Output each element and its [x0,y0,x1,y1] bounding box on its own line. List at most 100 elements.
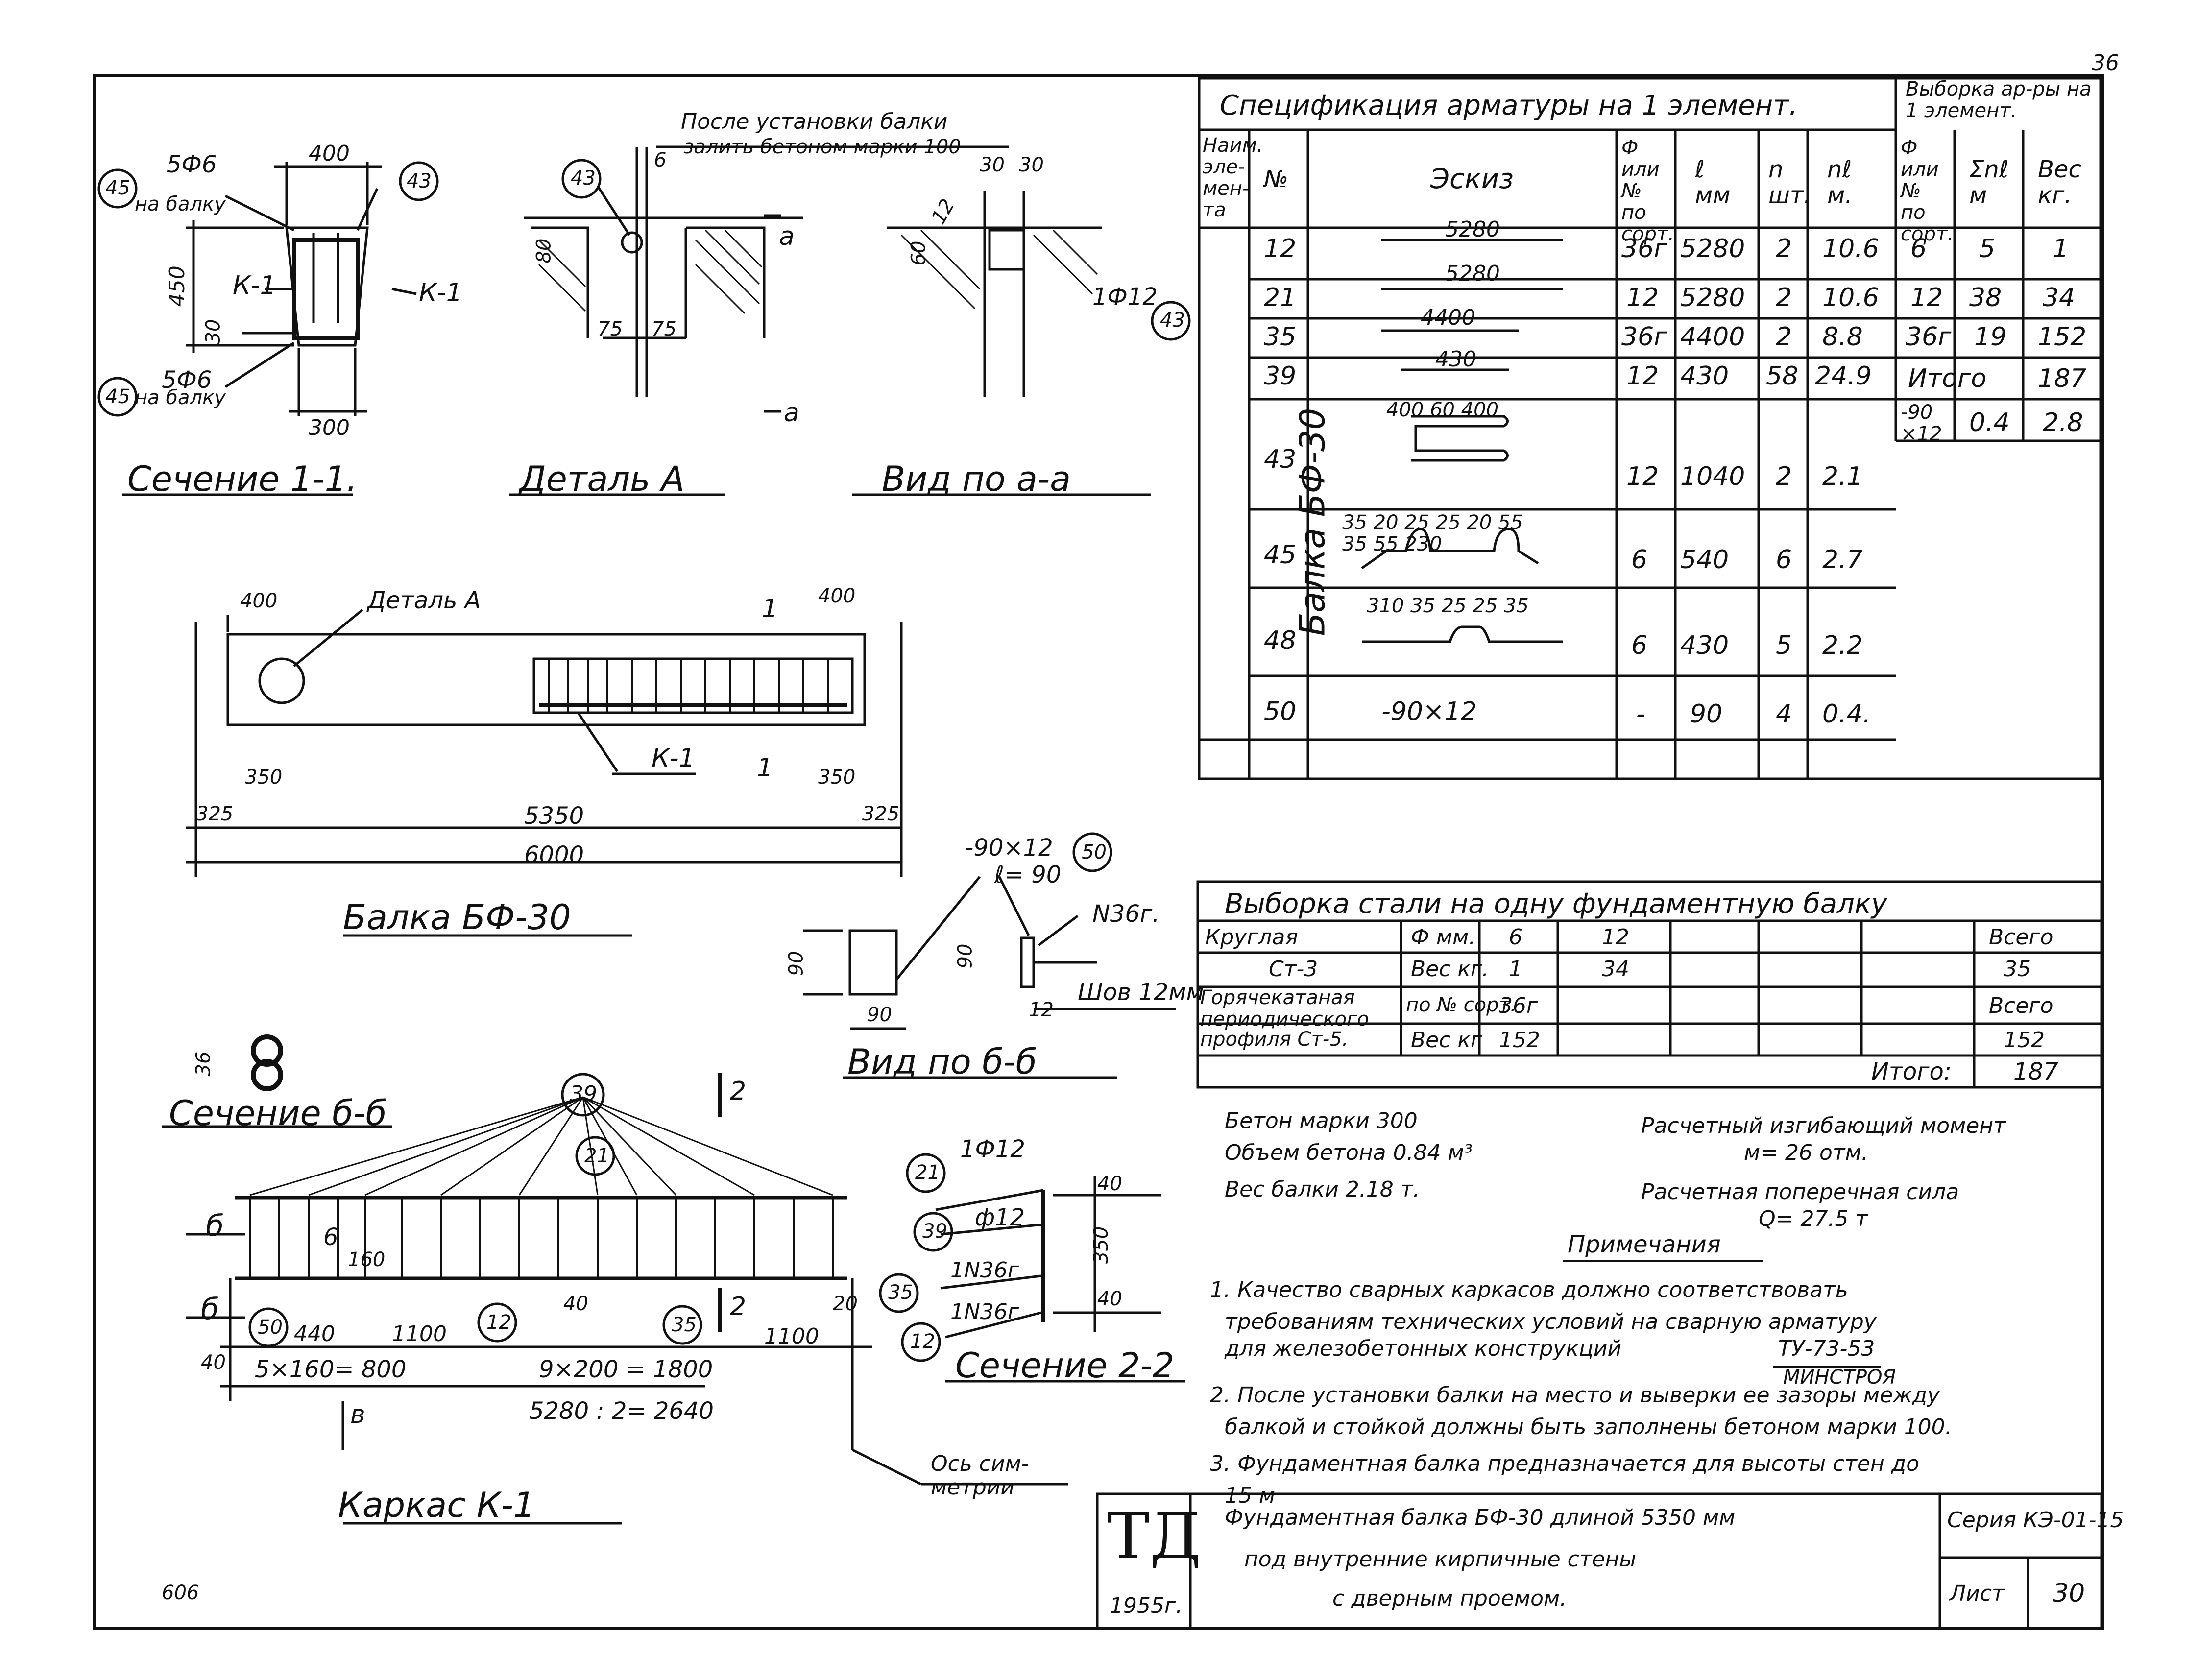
detail-a-mark-a2: а [784,398,799,428]
steel-r1-c3: 6 [1509,925,1522,950]
row-50-dia: - [1636,699,1645,729]
spec-table-title: Спецификация арматуры на 1 элемент. [1220,90,1798,121]
steel-r4-c7: 152 [2004,1028,2045,1053]
frame-d440: 440 [294,1321,335,1346]
s11-h: 450 [164,265,190,307]
row-12-no: 12 [1264,234,1297,264]
row-45-dia: 6 [1631,545,1648,575]
frame-section-2a: 2 [730,1077,747,1106]
sheet-corner-number: 606 [162,1582,199,1604]
steel-r3-c2: по № сорт. [1406,994,1517,1016]
frame-d20: 20 [833,1293,858,1315]
s11-top-label: 5Ф6 [167,151,217,178]
row-21-sketch: 5280 [1445,261,1500,286]
logo-td: ТД [1107,1499,1202,1573]
view-bb-d90b: 90 [867,1004,892,1026]
row-21-len: 5280 [1680,283,1745,312]
row-45-sketch: 35 20 25 25 20 55 35 55 230 [1342,511,1523,555]
beam-d325a: 325 [196,803,234,825]
note-2: 2. После установки балки на место и выве… [1210,1383,1940,1408]
note-1e: МИНСТРОЯ [1783,1366,1896,1389]
view-bb-bar: N36г. [1092,900,1160,928]
section-bb-d36: 36 [192,1051,215,1077]
s11-circle-bot: 45 [105,385,130,408]
title-line-3: с дверным проемом. [1332,1586,1567,1611]
frame-b-mark-2: б [201,1292,219,1326]
s22-label-35: 1N36г [950,1258,1019,1283]
detail-a-d75a: 75 [598,318,623,340]
detail-a-d80: 80 [532,238,556,264]
beam-d400b: 400 [818,585,856,607]
row-48-sketch: 310 35 25 25 35 [1367,595,1529,617]
s22-circle-21: 21 [915,1161,940,1184]
s22-circle-35: 35 [888,1281,913,1304]
steel-total-label: Итого: [1871,1058,1952,1085]
steel-r1-c1: Круглая [1205,925,1298,950]
detail-a-title: Деталь А [519,459,685,499]
frame-circle-39: 39 [570,1081,597,1106]
row-35-len: 4400 [1680,322,1745,352]
title-line-2: под внутренние кирпичные стены [1244,1547,1637,1572]
s22-circle-39: 39 [922,1220,947,1243]
view-bb-weld: Шов 12мм [1078,979,1204,1006]
beam-d400a: 400 [240,590,278,612]
row-50-no: 50 [1264,697,1297,726]
frame-d6: 6 [323,1224,338,1251]
frame-d40b: 40 [201,1351,226,1374]
view-aa-d30a: 30 [980,154,1005,176]
s11-bot-label-2: на балку [135,386,226,409]
sample-r1-w: 1 [2053,234,2069,264]
steel-table-frame [1196,880,2103,1089]
concrete-grade: Бетон марки 300 [1225,1108,1418,1133]
col-len: ℓ мм [1695,156,1731,209]
section-22-drawing [879,1153,1185,1383]
steel-r1-c4: 12 [1602,925,1629,950]
moment-value: м= 26 отм. [1744,1140,1868,1165]
sample-r2-sum: 38 [1969,283,2002,312]
view-bb-d90a: 90 [785,951,808,976]
row-39-len: 430 [1680,361,1729,391]
steel-total-value: 187 [2013,1058,2058,1085]
frame-circle-12: 12 [486,1311,511,1334]
sample-total-label: Итого [1908,364,1987,393]
section-1-1-drawing [97,161,439,496]
row-50-len: 90 [1690,699,1723,729]
row-48-no: 48 [1264,626,1297,655]
s11-bot-label: 5Ф6 [162,366,212,394]
row-39-sketch: 430 [1435,347,1476,372]
row-35-nl: 8.8 [1822,322,1863,352]
s11-d30: 30 [202,319,225,344]
s11-circle-right: 43 [407,170,432,192]
detail-a-d75b: 75 [652,318,676,340]
frame-d40a: 40 [563,1293,588,1315]
detail-a-d6: 6 [654,149,667,171]
sample-r1-sum: 5 [1979,234,1996,264]
sheet-label: Лист [1950,1581,2005,1606]
row-43-len: 1040 [1680,462,1745,491]
view-bb-d12: 12 [1029,999,1054,1021]
s11-w-top: 400 [309,141,350,166]
frame-axis-label: Ось сим- метрии [931,1451,1029,1500]
sample-r1-dia: 6 [1910,234,1927,264]
col-sketch: Эскиз [1430,163,1514,195]
frame-circle-21: 21 [584,1145,609,1167]
row-50-nl: 0.4. [1822,699,1871,729]
note-1: 1. Качество сварных каркасов должно соот… [1210,1277,1848,1302]
spec-table-frame [1198,77,2102,780]
row-48-n: 5 [1776,631,1792,660]
view-aa-drawing [852,191,1191,496]
note-1d: ТУ-73-53 [1778,1336,1875,1361]
detail-a-note-2: залить бетоном марки 100 [683,136,961,158]
section-bb-drawing [162,1034,392,1128]
col-sample-sum: Σnℓ м [1969,156,2009,209]
beam-weight: Вес балки 2.18 т. [1225,1177,1420,1202]
steel-r3-c1: Горячекатаная периодического [1200,986,1369,1031]
frame-d1100b: 1100 [764,1324,819,1349]
row-43-n: 2 [1776,462,1792,491]
row-35-no: 35 [1264,322,1297,352]
sample-r2-w: 34 [2043,283,2076,312]
frame-b-mark-1: б [206,1209,224,1243]
sample-r3-w: 152 [2038,322,2087,352]
col-element: Наим. эле- мен- та [1203,134,1263,221]
steel-r2-c4: 34 [1602,957,1629,982]
